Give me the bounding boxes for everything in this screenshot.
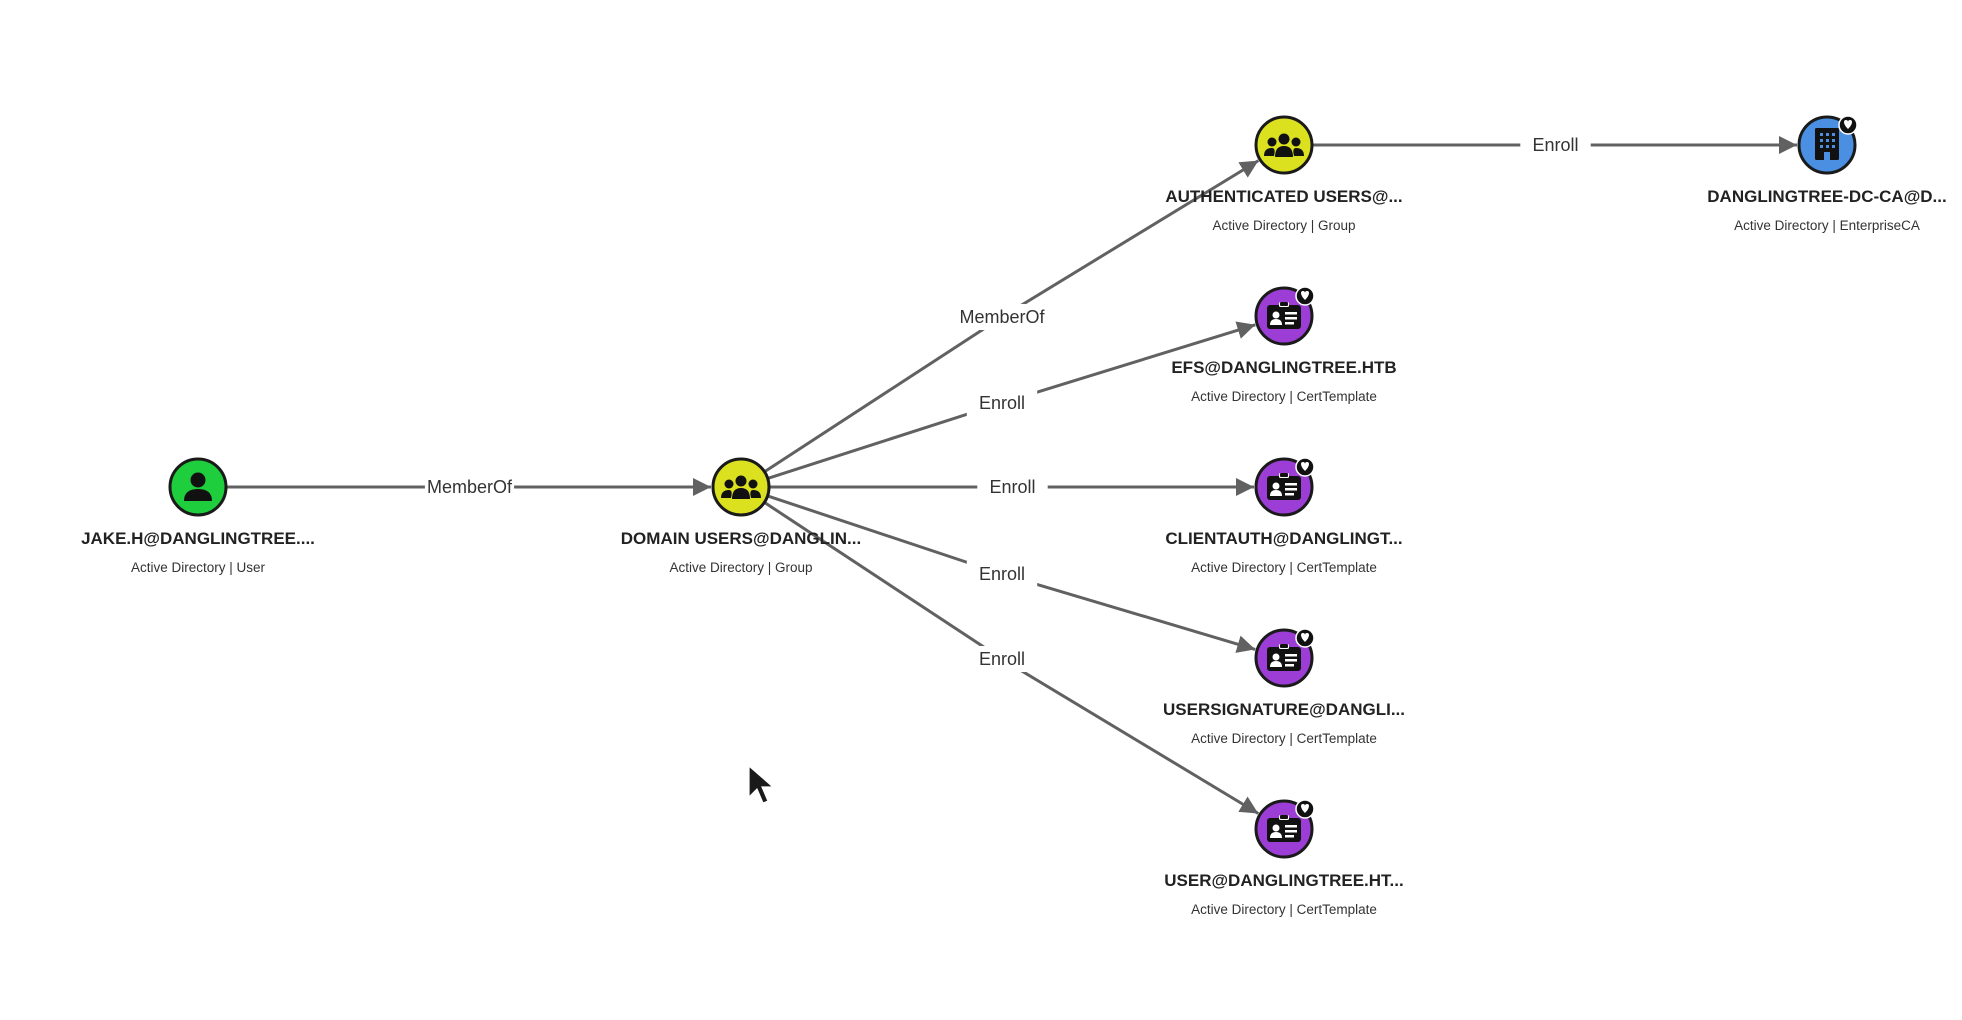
edge-enroll[interactable]: Enroll [767, 321, 1256, 480]
badge-icon [1295, 457, 1315, 477]
node-usersignature[interactable]: USERSIGNATURE@DANGLI... Active Directory … [1163, 628, 1405, 746]
node-label: DOMAIN USERS@DANGLIN... [621, 529, 861, 548]
node-domain-users[interactable]: DOMAIN USERS@DANGLIN... Active Directory … [621, 457, 861, 575]
edges-layer: MemberOfMemberOfEnrollEnrollEnrollEnroll… [226, 132, 1797, 815]
node-sublabel: Active Directory | CertTemplate [1191, 389, 1377, 404]
node-label: USERSIGNATURE@DANGLI... [1163, 700, 1405, 719]
group-icon [721, 475, 761, 499]
node-jake[interactable]: JAKE.H@DANGLINGTREE.... Active Directory … [81, 457, 315, 575]
edge-label: MemberOf [427, 477, 513, 497]
edge-label-bg [966, 390, 1038, 416]
edge-label: Enroll [1532, 135, 1578, 155]
node-label: CLIENTAUTH@DANGLINGT... [1165, 529, 1402, 548]
node-user-tpl[interactable]: USER@DANGLINGTREE.HT... Active Directory … [1164, 799, 1404, 917]
node-efs[interactable]: EFS@DANGLINGTREE.HTB Active Directory | C… [1171, 286, 1397, 404]
node-sublabel: Active Directory | User [131, 560, 266, 575]
edge-label: Enroll [979, 564, 1025, 584]
edge-label-bg [977, 474, 1048, 500]
edge-enroll[interactable]: Enroll [1312, 132, 1797, 158]
node-sublabel: Active Directory | CertTemplate [1191, 560, 1377, 575]
node-label: AUTHENTICATED USERS@... [1165, 187, 1402, 206]
edge-label-bg [424, 474, 515, 500]
node-sublabel: Active Directory | CertTemplate [1191, 902, 1377, 917]
mouse-cursor [748, 764, 775, 804]
edge-label-bg [1520, 132, 1591, 158]
edge-label: MemberOf [959, 307, 1045, 327]
node-label: JAKE.H@DANGLINGTREE.... [81, 529, 315, 548]
edge-label: Enroll [979, 393, 1025, 413]
edge-enroll[interactable]: Enroll [769, 474, 1254, 500]
id-card-icon [1267, 302, 1301, 329]
badge-icon [1838, 115, 1858, 135]
edge-enroll[interactable]: Enroll [767, 494, 1256, 653]
edge-label-bg [966, 561, 1038, 587]
id-card-icon [1267, 473, 1301, 500]
group-icon [1264, 133, 1304, 157]
node-auth-users[interactable]: AUTHENTICATED USERS@... Active Directory … [1165, 115, 1403, 233]
nodes-layer: JAKE.H@DANGLINGTREE.... Active Directory … [81, 115, 1947, 917]
node-circle [1254, 115, 1314, 175]
edge-enroll[interactable]: Enroll [763, 501, 1260, 815]
edge-memberof[interactable]: MemberOf [763, 159, 1260, 473]
node-sublabel: Active Directory | CertTemplate [1191, 731, 1377, 746]
node-sublabel: Active Directory | EnterpriseCA [1734, 218, 1920, 233]
building-icon [1815, 128, 1839, 160]
edge-label: Enroll [989, 477, 1035, 497]
edge-memberof[interactable]: MemberOf [226, 474, 711, 500]
node-label: DANGLINGTREE-DC-CA@D... [1707, 187, 1946, 206]
node-circle [711, 457, 771, 517]
node-sublabel: Active Directory | Group [669, 560, 812, 575]
node-label: EFS@DANGLINGTREE.HTB [1171, 358, 1396, 377]
id-card-icon [1267, 644, 1301, 671]
badge-icon [1295, 628, 1315, 648]
person-icon [184, 472, 212, 501]
node-label: USER@DANGLINGTREE.HT... [1164, 871, 1403, 890]
edge-label-bg [966, 646, 1038, 672]
badge-icon [1295, 799, 1315, 819]
node-sublabel: Active Directory | Group [1212, 218, 1355, 233]
edge-label-bg [957, 304, 1047, 330]
id-card-icon [1267, 815, 1301, 842]
node-clientauth[interactable]: CLIENTAUTH@DANGLINGT... Active Directory … [1165, 457, 1403, 575]
badge-icon [1295, 286, 1315, 306]
node-dc-ca[interactable]: DANGLINGTREE-DC-CA@D... Active Directory … [1707, 115, 1947, 233]
edge-label: Enroll [979, 649, 1025, 669]
